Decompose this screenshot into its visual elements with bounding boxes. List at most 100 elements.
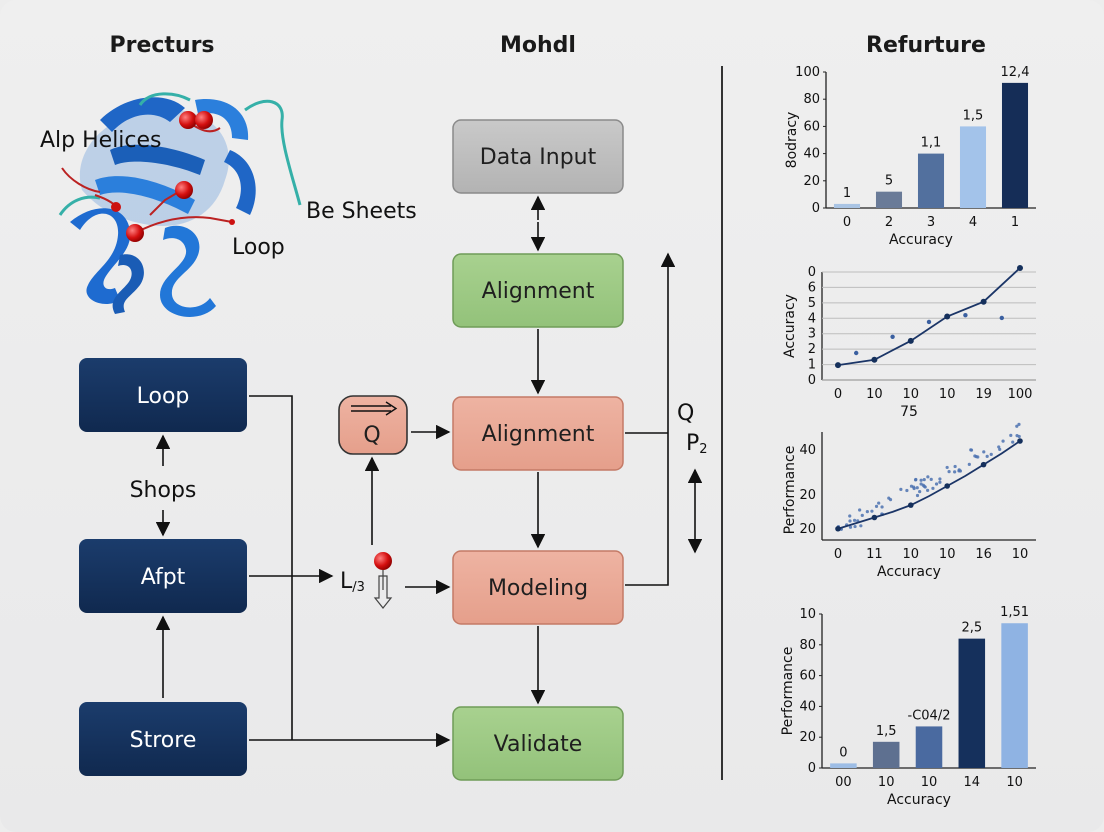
left-node-loop-label: Loop [137,384,190,409]
chart-1-point [907,337,914,344]
chart-2-x-tick: 11 [866,547,883,562]
chart-0-y-label: 8odracy [784,112,800,169]
chart-2-scatter-point [945,465,949,470]
chart-3-bar [1001,623,1028,768]
chart-0-data-label: 5 [885,174,893,189]
label-alpha-helices: Alp Helices [40,128,162,153]
chart-0-bar [1001,82,1029,208]
chart-1-x-tick: 0 [834,387,842,402]
chart-3-bar [958,638,986,768]
chart-3-x-tick: 10 [1006,775,1023,790]
chart-2-scatter-point [912,485,916,489]
chart-2-scatter-point [877,501,881,505]
chart-2-scatter-point [947,470,951,474]
chart-3-x-tick: 14 [964,775,981,790]
chart-2-fit-point [908,502,914,508]
chart-1-point [944,313,951,320]
chart-1-scatter-point [926,319,932,325]
chart-2-scatter-point [865,510,869,514]
chart-3-bar [872,741,900,768]
chart-2-scatter-point [1001,439,1005,443]
chart-2-y-label: Performance [782,446,798,535]
chart-2-scatter-point [969,448,974,452]
chart-2-scatter-point [888,498,893,502]
chart-1-series-line [837,267,1021,367]
left-node-afpt[interactable]: Afpt [79,539,247,613]
chart-1-scatter-point [999,315,1004,321]
chart-2-fit-point [980,461,987,468]
chart-2-scatter-point [953,470,957,474]
chart-2-y-tick: 20 [799,488,816,503]
chart-2-scatter-point [919,478,923,482]
label-lp: L/3 [340,569,365,595]
flow-node-validate[interactable]: Validate [452,706,624,781]
chart-2-scatter-point [998,447,1002,451]
flow-node-modeling-label: Modeling [488,576,588,601]
chart-3-x-tick: 00 [835,775,852,790]
left-connectors [155,395,451,748]
chart-3-y-tick: 60 [799,669,816,684]
chart-1-point [871,356,878,363]
label-beta-sheets: Be Sheets [306,199,417,224]
chart-2-scatter-point [905,488,909,493]
chart-2-scatter-point [848,525,853,529]
chart-0-data-label: 1,5 [963,108,984,123]
left-node-strore-label: Strore [130,728,197,753]
flow-node-data-input[interactable]: Data Input [452,119,624,194]
q-node[interactable]: Q [338,395,408,455]
chart-0-x-tick: 2 [885,215,893,230]
chart-3-y-tick: 10 [799,607,816,622]
chart-1-scatter-point [890,334,895,339]
flow-node-validate-label: Validate [494,732,583,757]
flow-node-data-input-label: Data Input [480,145,597,170]
chart-2-scatter-point [931,486,935,490]
chart-0-y-tick: 40 [803,147,820,162]
label-loop: Loop [232,235,285,260]
flow-connectors [364,195,703,705]
chart-2-fit-line [837,440,1021,530]
chart-2-scatter-point [1017,422,1021,426]
chart-3-y-tick: 80 [799,638,816,653]
lp-pin-marker [373,552,393,609]
chart-2-scatter-point [974,455,978,459]
chart-0-data-label: 1,1 [921,136,942,151]
header-middle: Mohdl [500,33,576,58]
chart-2-y-tick: 20 [799,522,816,537]
flow-node-modeling[interactable]: Modeling [452,550,624,625]
chart-2-scatter-point [997,445,1001,449]
chart-0-y-tick: 60 [803,119,820,134]
chart-0-y-tick: 0 [812,201,820,216]
chart-1-x-tick: 10 [903,387,920,402]
left-node-strore[interactable]: Strore [79,702,247,776]
chart-1-y-tick: 1 [808,358,816,373]
chart-3-y-tick: 20 [799,730,816,745]
chart-2-x-tick: 0 [834,547,842,562]
chart-2-x-tick: 10 [903,547,920,562]
chart-3-x-tick: 10 [921,775,938,790]
chart-2-scatter-point [880,505,884,509]
chart-0-x-tick: 1 [1011,215,1019,230]
chart-1-x-tick: 10 [866,387,883,402]
chart-3-x-label: Accuracy [887,792,951,808]
chart-1-x-tick: 10 [939,387,956,402]
chart-1-y-tick: 3 [808,327,816,342]
flow-node-alignment-1[interactable]: Alignment [452,253,624,328]
chart-2-x-tick: 16 [975,547,992,562]
chart-2-fit-point [944,483,950,489]
flow-node-alignment-2[interactable]: Alignment [452,396,624,471]
chart-0-y-tick: 80 [803,92,820,107]
flow-node-alignment-2-label: Alignment [482,422,595,447]
chart-1-point [835,362,841,369]
chart-0-x-tick: 3 [927,215,935,230]
chart-2-scatter-point [915,486,919,490]
chart-3-y-label: Performance [780,647,796,736]
chart-3-bar [915,726,943,768]
chart-2-scatter-point [848,519,852,523]
chart-2-fit-point [871,514,878,521]
chart-2-scatter-point [967,462,971,466]
chart-1-point [980,298,987,305]
left-node-loop[interactable]: Loop [79,358,247,432]
chart-2-scatter-point [926,475,930,479]
chart-0-x-tick: 0 [843,215,851,230]
chart-2-scatter-point [1009,433,1013,437]
